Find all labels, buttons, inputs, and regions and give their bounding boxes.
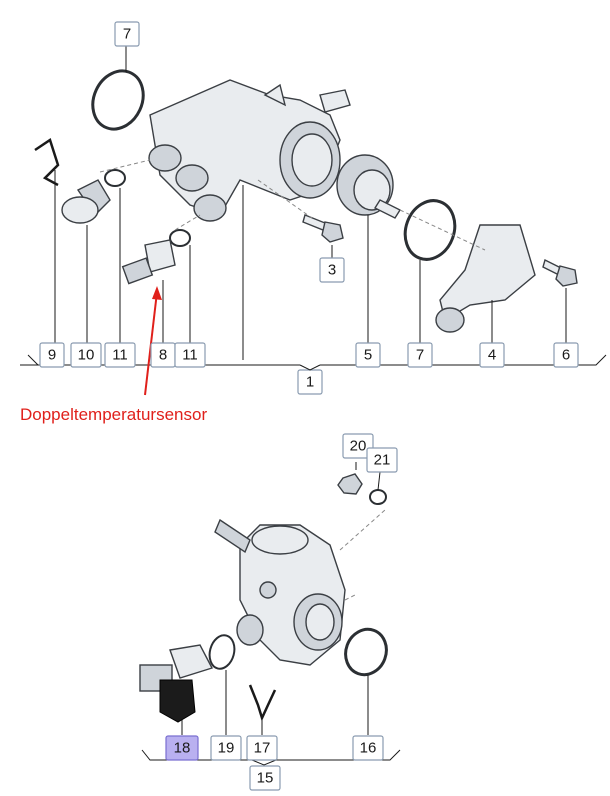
bolt-3: [302, 214, 344, 243]
guide-1: [99, 159, 151, 173]
upper-baseline-notch: [299, 364, 321, 371]
annotation-text: Doppeltemperatursensor: [20, 405, 207, 424]
guide-4: [399, 209, 486, 251]
callout-10[interactable]: 10: [70, 342, 102, 368]
callout-7-top[interactable]: 7: [114, 21, 140, 47]
callout-label: 15: [257, 770, 274, 787]
lower-baseline-notch: [251, 759, 277, 766]
callout-6[interactable]: 6: [553, 342, 579, 368]
callout-18-highlighted[interactable]: 18: [165, 735, 199, 761]
upper-baseline-tick: [27, 354, 39, 366]
callout-3[interactable]: 3: [319, 257, 345, 283]
guide-5: [339, 509, 386, 551]
o-ring-16: [344, 627, 388, 677]
callout-label: 10: [78, 347, 95, 364]
guide-6: [344, 594, 356, 601]
callout-label: 21: [374, 452, 391, 469]
callout-label: 9: [48, 347, 56, 364]
lead-21: [377, 471, 381, 491]
coolant-flange-housing: [148, 79, 351, 222]
plug-10: [61, 179, 111, 224]
callout-11-a[interactable]: 11: [104, 342, 136, 368]
temperature-sensor-8: [121, 239, 176, 285]
callout-label: 20: [350, 438, 367, 455]
clip-9: [34, 138, 60, 187]
callout-16[interactable]: 16: [352, 735, 384, 761]
callout-label: 11: [112, 347, 128, 364]
callout-label: 4: [488, 347, 496, 364]
nut-20: [337, 473, 363, 495]
bolt-6: [542, 258, 578, 287]
callout-17[interactable]: 17: [246, 735, 278, 761]
seal-11-a: [104, 169, 126, 187]
callout-5[interactable]: 5: [355, 342, 381, 368]
clip-17: [248, 684, 277, 722]
callout-15[interactable]: 15: [249, 765, 281, 791]
callout-label: 7: [416, 347, 424, 364]
callout-9[interactable]: 9: [39, 342, 65, 368]
callout-8[interactable]: 8: [150, 342, 176, 368]
callout-4[interactable]: 4: [479, 342, 505, 368]
temperature-sensor-18: [139, 644, 214, 723]
lower-baseline-right: [276, 749, 401, 761]
callout-label: 8: [159, 347, 167, 364]
callout-label: 7: [123, 26, 131, 43]
seal-19: [208, 634, 236, 670]
callout-label: 5: [364, 347, 372, 364]
annotation-arrow: [144, 286, 162, 396]
callout-label: 16: [360, 740, 377, 757]
callout-label: 1: [306, 374, 314, 391]
seal-11-b: [169, 229, 191, 247]
coolant-flange-4: [435, 224, 536, 333]
flange-housing-lower: [214, 518, 346, 666]
callout-label: 19: [218, 740, 235, 757]
callout-1[interactable]: 1: [297, 369, 323, 395]
washer-21: [369, 489, 387, 505]
callout-label: 6: [562, 347, 570, 364]
callout-label: 17: [254, 740, 271, 757]
callout-7-right[interactable]: 7: [407, 342, 433, 368]
callout-label: 3: [328, 262, 336, 279]
callout-11-b[interactable]: 11: [174, 342, 206, 368]
callout-20[interactable]: 20: [342, 433, 374, 459]
o-ring-7-right: [403, 199, 457, 261]
callout-19[interactable]: 19: [210, 735, 242, 761]
callout-label: 18: [174, 740, 191, 757]
o-ring-7-top: [91, 69, 145, 131]
thermostat-5: [336, 154, 402, 219]
callout-label: 11: [182, 347, 198, 364]
callout-21[interactable]: 21: [366, 447, 398, 473]
guide-2: [174, 214, 201, 231]
